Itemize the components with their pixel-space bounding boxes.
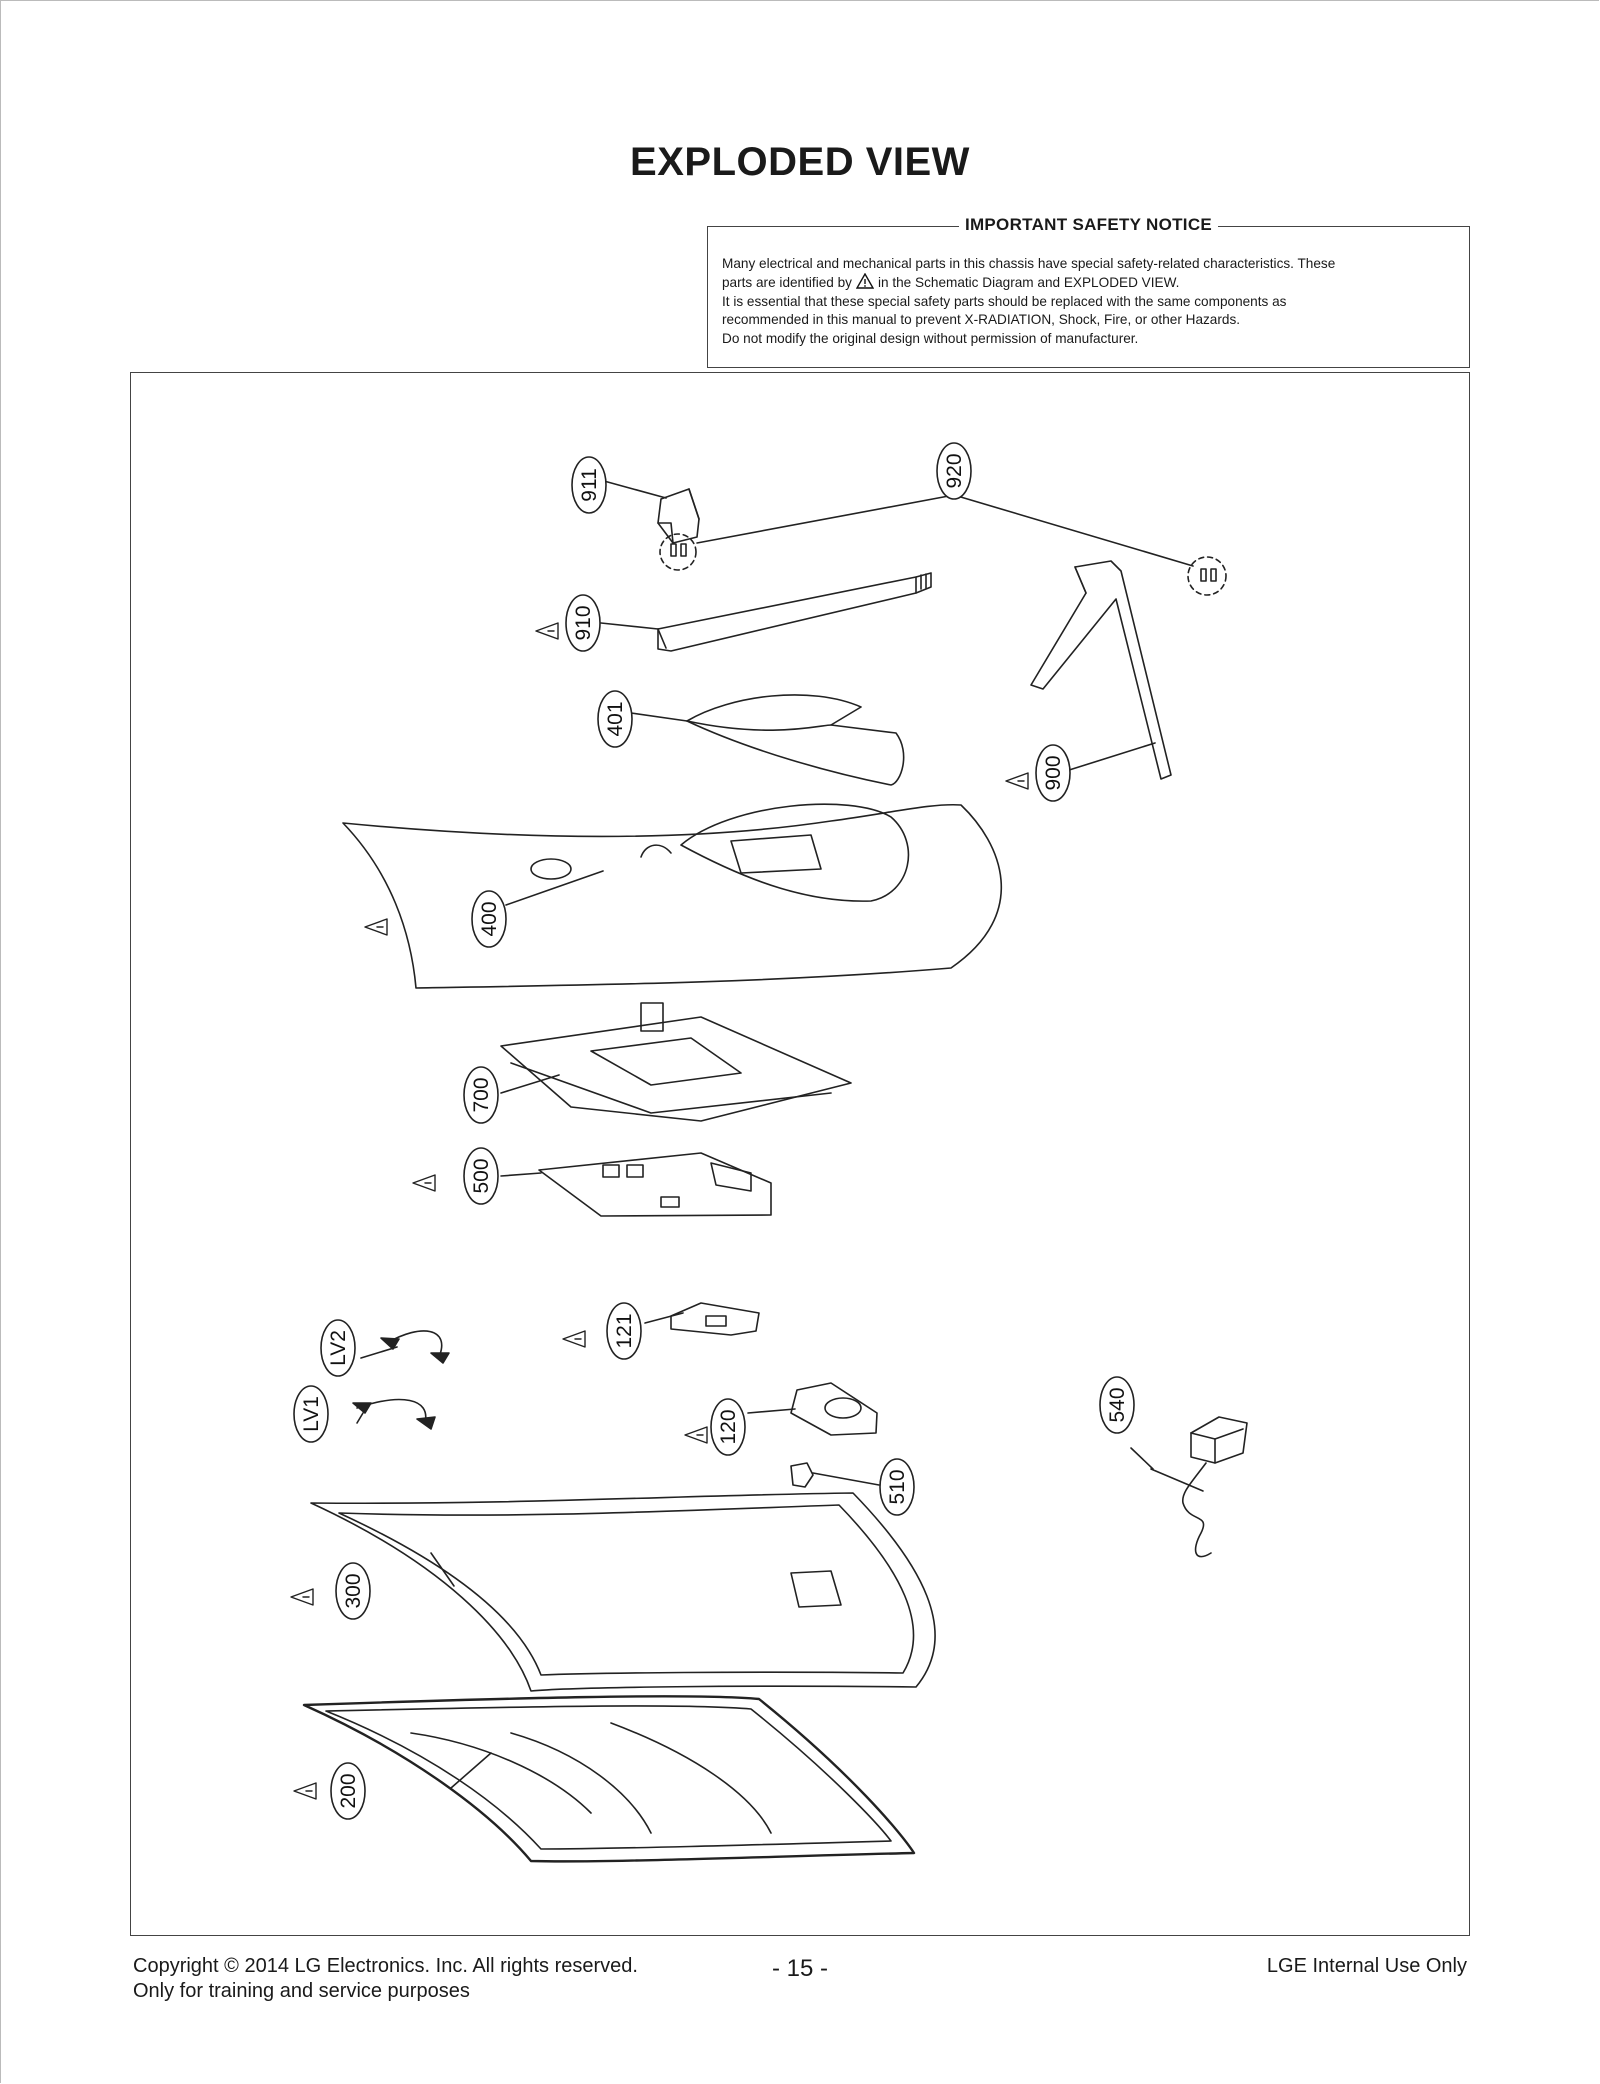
part-label-120: 120 [710, 1398, 746, 1456]
leader-lines [356, 480, 1156, 1789]
part-label-500-text: 500 [470, 1158, 493, 1193]
part-label-200-text: 200 [337, 1773, 360, 1808]
part-label-700-text: 700 [470, 1077, 493, 1112]
warning-triangle-icon [364, 918, 388, 936]
exploded-view-frame: 911 920 910 401 900 400 700 500 LV2 121 … [130, 372, 1470, 1936]
footer-left: Copyright © 2014 LG Electronics. Inc. Al… [133, 1954, 638, 2004]
part-label-910: 910 [565, 594, 601, 652]
part-200-panel [302, 1695, 916, 1863]
part-lv2-cable [380, 1330, 450, 1364]
footer-internal: LGE Internal Use Only [1266, 1955, 1467, 1977]
safety-notice-box: IMPORTANT SAFETY NOTICE Many electrical … [707, 215, 1470, 368]
part-label-900: 900 [1035, 744, 1071, 802]
warning-triangle-icon [535, 622, 559, 640]
part-label-500: 500 [463, 1147, 499, 1205]
part-910-stand-arm [657, 572, 932, 652]
warning-triangle-icon [562, 1330, 586, 1348]
part-900-stand-base [1030, 560, 1172, 780]
part-540-adapter [1150, 1416, 1248, 1558]
part-121-module [670, 1302, 760, 1336]
warning-triangle-icon [1005, 772, 1029, 790]
part-label-400: 400 [471, 890, 507, 948]
warning-triangle-icon [290, 1588, 314, 1606]
notice-line-3: It is essential that these special safet… [722, 293, 1287, 309]
part-label-540-text: 540 [1106, 1387, 1129, 1422]
part-label-lv1-text: LV1 [300, 1396, 323, 1432]
part-label-401: 401 [597, 690, 633, 748]
part-label-920-text: 920 [943, 453, 966, 488]
part-label-121-text: 121 [613, 1313, 636, 1348]
part-300-middle-frame [310, 1492, 936, 1692]
warning-triangle-icon [293, 1782, 317, 1800]
part-label-540: 540 [1099, 1376, 1135, 1434]
page-number: - 15 - [771, 1955, 828, 1982]
notice-line-4: recommended in this manual to prevent X-… [722, 312, 1241, 328]
warning-triangle-icon [855, 273, 874, 290]
warning-triangle-icon [684, 1426, 708, 1444]
warning-triangle-icon [412, 1174, 436, 1192]
safety-notice-body: Many electrical and mechanical parts in … [722, 255, 1455, 348]
part-label-300: 300 [335, 1562, 371, 1620]
notice-line-5: Do not modify the original design withou… [722, 330, 1139, 346]
exploded-view-drawing: 911 920 910 401 900 400 700 500 LV2 121 … [290, 442, 1248, 1863]
part-400-back-cover [342, 803, 1003, 989]
part-500-main-board [538, 1152, 772, 1217]
part-911-cap [657, 488, 700, 544]
part-120-speaker [790, 1382, 878, 1436]
notice-line-1: Many electrical and mechanical parts in … [722, 256, 1336, 271]
safety-notice-heading: IMPORTANT SAFETY NOTICE [958, 215, 1219, 234]
part-label-lv2-text: LV2 [327, 1330, 350, 1366]
part-lv1-cable [352, 1398, 436, 1430]
part-label-lv2: LV2 [320, 1319, 356, 1377]
part-label-401-text: 401 [604, 701, 627, 736]
part-labels: 911 920 910 401 900 400 700 500 LV2 121 … [293, 442, 1135, 1820]
part-510-bracket [790, 1462, 814, 1488]
part-label-510: 510 [879, 1458, 915, 1516]
safety-warning-marks [290, 622, 1029, 1800]
part-label-200: 200 [330, 1762, 366, 1820]
footer-copyright: Copyright © 2014 LG Electronics. Inc. Al… [133, 1955, 638, 1977]
part-920-screws [659, 494, 1227, 596]
footer-training: Only for training and service purposes [133, 1980, 470, 2002]
part-label-510-text: 510 [886, 1469, 909, 1504]
part-label-910-text: 910 [572, 605, 595, 640]
part-label-700: 700 [463, 1066, 499, 1124]
page-title: EXPLODED VIEW [630, 140, 970, 184]
part-label-920: 920 [936, 442, 972, 500]
part-label-121: 121 [606, 1302, 642, 1360]
part-label-911: 911 [571, 456, 607, 514]
part-label-120-text: 120 [717, 1409, 740, 1444]
part-label-400-text: 400 [478, 901, 501, 936]
part-label-911-text: 911 [578, 468, 601, 501]
part-401-cover [686, 694, 905, 786]
part-label-300-text: 300 [342, 1573, 365, 1608]
part-700-shield [500, 1002, 852, 1122]
part-label-lv1: LV1 [293, 1385, 329, 1443]
part-label-900-text: 900 [1042, 755, 1065, 790]
